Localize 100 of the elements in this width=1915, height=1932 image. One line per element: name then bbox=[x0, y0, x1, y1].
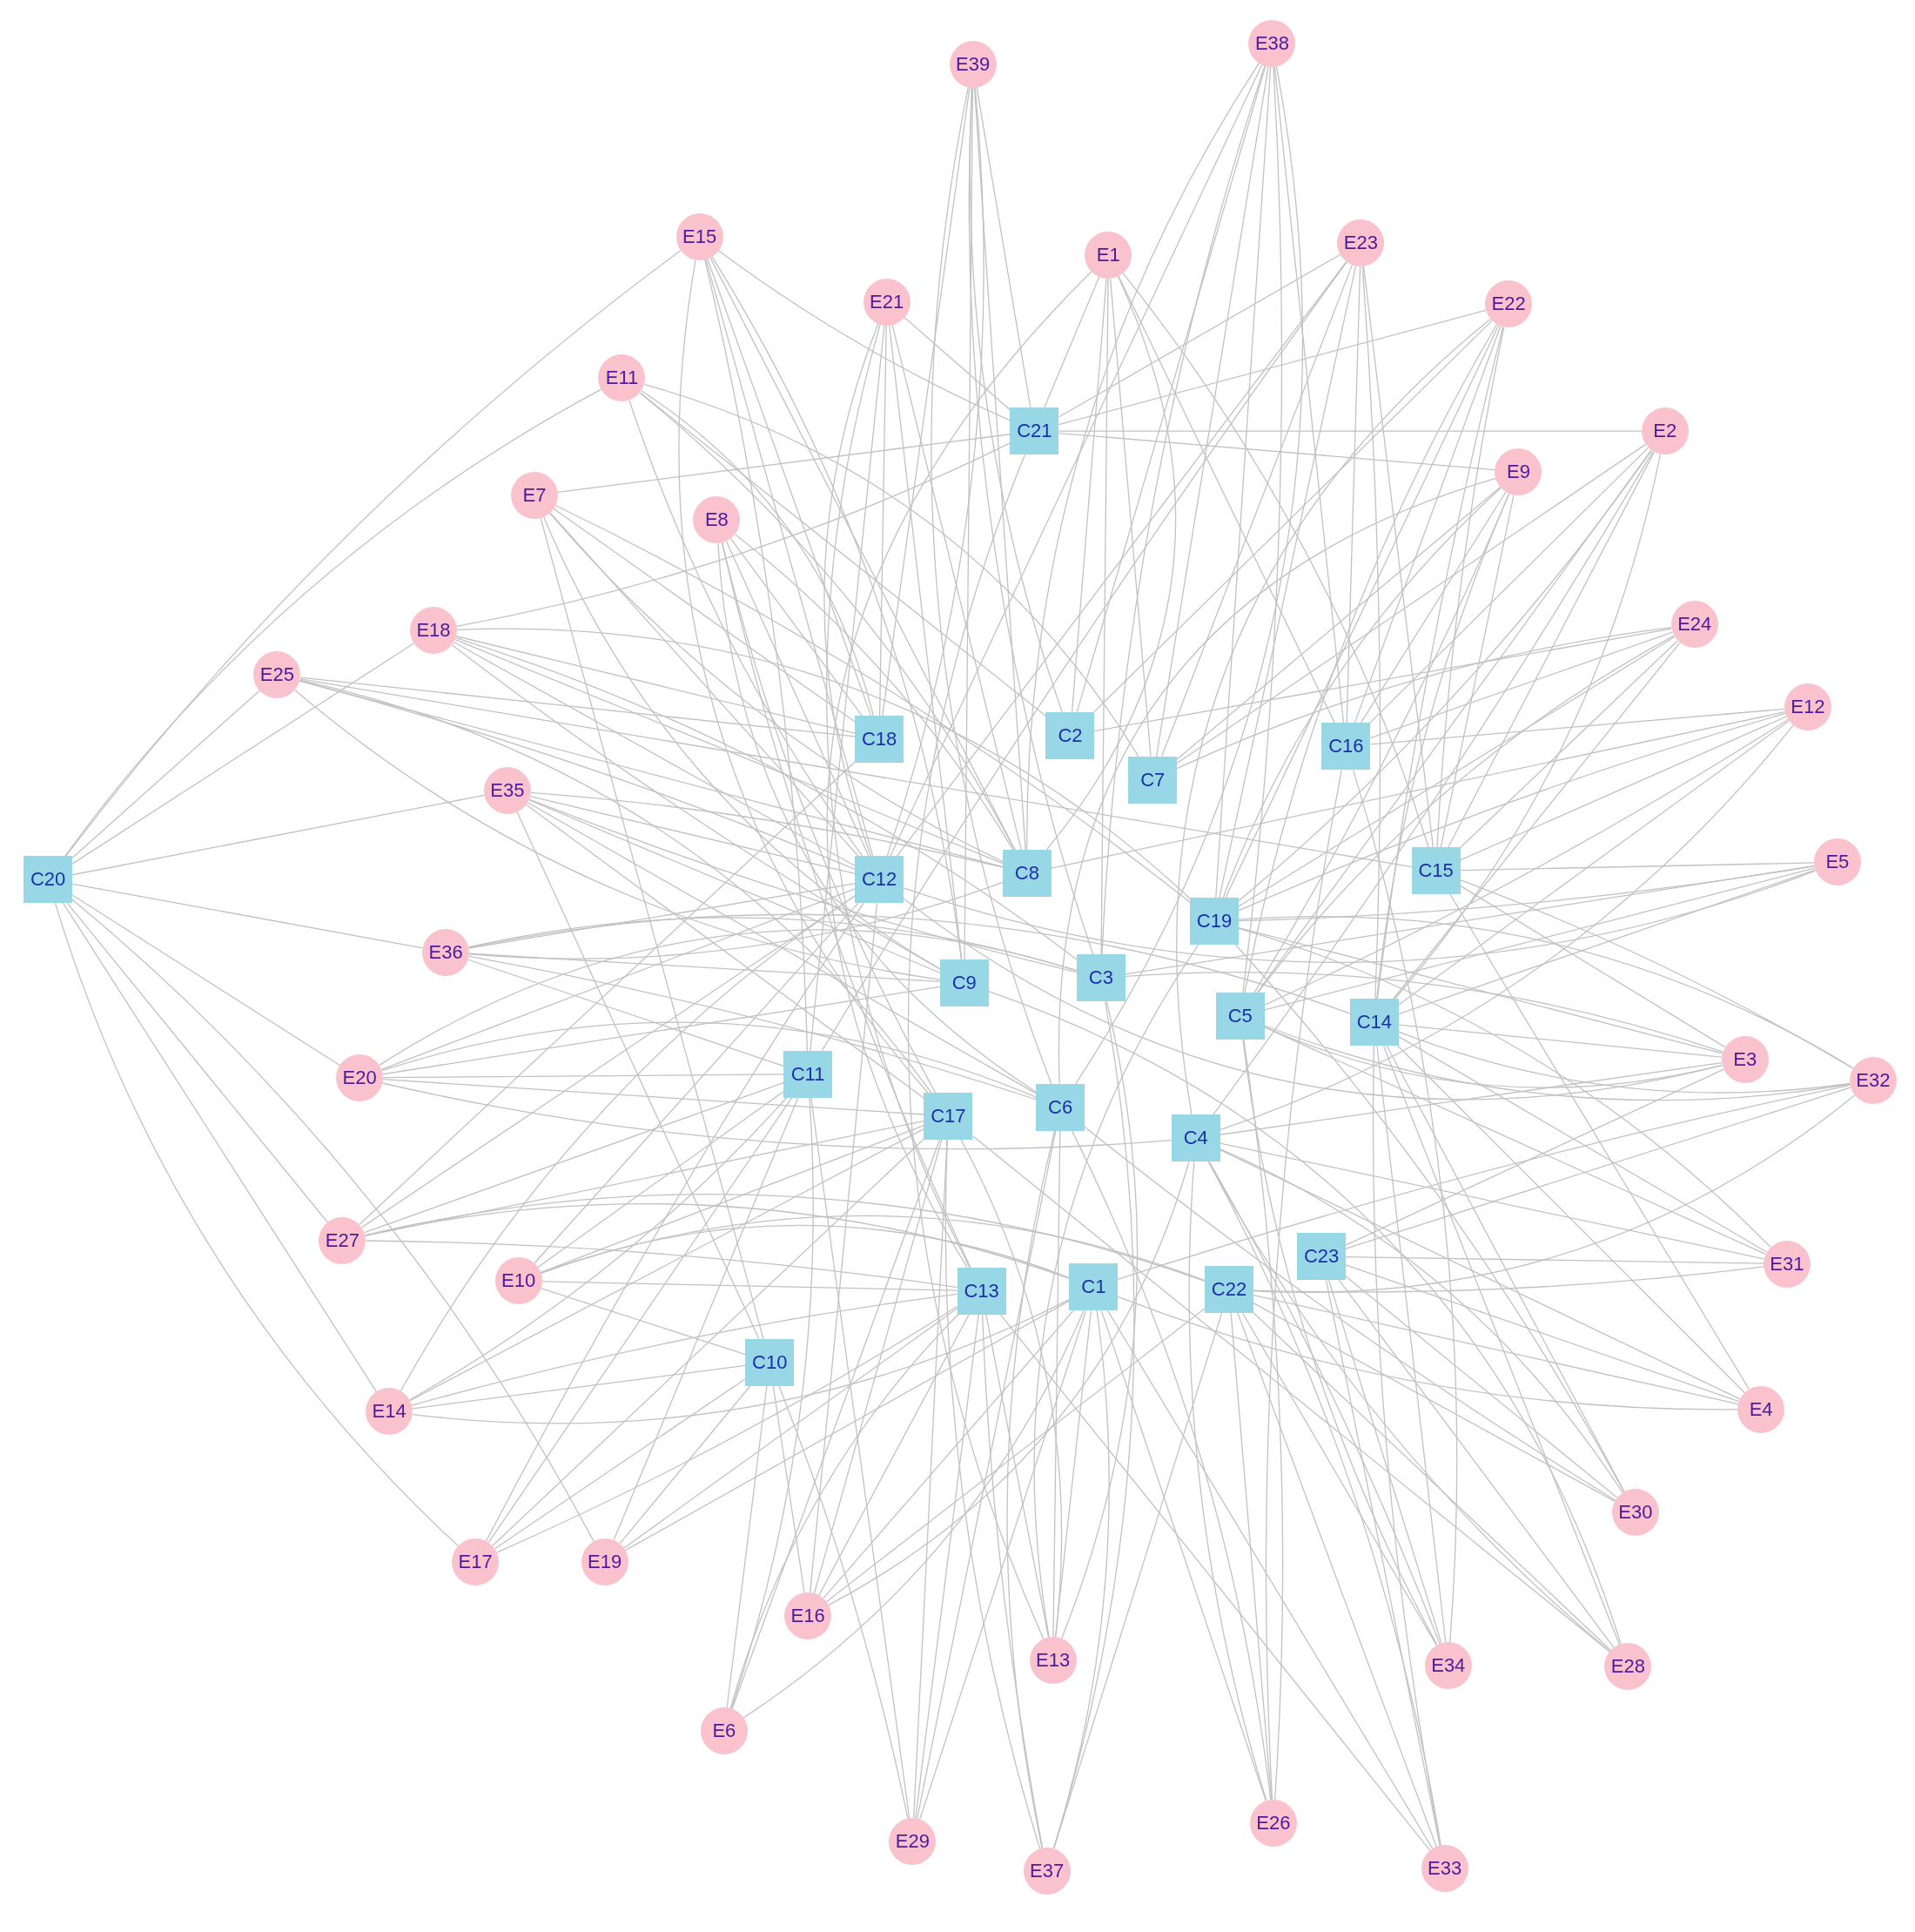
connector-line bbox=[71, 643, 414, 865]
connector-line bbox=[624, 1300, 1070, 1552]
connector-line bbox=[742, 1309, 1085, 1719]
circle-node: E10 bbox=[494, 1257, 542, 1305]
connector-line bbox=[1264, 867, 1816, 1011]
connector-line bbox=[1398, 1024, 1723, 1058]
connector-line bbox=[944, 1139, 1041, 1849]
connector-line bbox=[1238, 712, 1786, 912]
connector-line bbox=[541, 1281, 958, 1291]
connector-line bbox=[364, 1194, 1206, 1282]
connector-line bbox=[1176, 486, 1502, 760]
connector-line bbox=[1242, 65, 1283, 993]
connector-line bbox=[382, 986, 941, 1075]
connector-line bbox=[1362, 265, 1435, 848]
connector-line bbox=[778, 1385, 909, 1820]
connector-line bbox=[1242, 1039, 1438, 1646]
connector-line bbox=[639, 392, 1047, 717]
connector-line bbox=[1345, 1264, 1740, 1403]
connector-line bbox=[968, 86, 1094, 955]
connector-line bbox=[717, 542, 1037, 1093]
connector-line bbox=[1346, 266, 1361, 724]
connector-line bbox=[1253, 1312, 1612, 1652]
connector-line bbox=[813, 1139, 943, 1594]
circle-node: E36 bbox=[422, 928, 470, 976]
connector-line bbox=[1397, 1045, 1745, 1394]
connector-line bbox=[382, 1074, 784, 1079]
connector-line bbox=[643, 384, 1139, 757]
connector-line bbox=[904, 316, 1011, 411]
connector-line bbox=[400, 895, 856, 1392]
connector-line bbox=[903, 898, 1724, 1100]
connector-line bbox=[810, 324, 885, 1052]
connector-line bbox=[540, 517, 764, 1340]
connector-line bbox=[1033, 944, 1199, 1639]
connector-line bbox=[726, 1385, 768, 1708]
connector-line bbox=[1052, 1000, 1135, 1849]
connector-line bbox=[455, 442, 1011, 628]
connector-line bbox=[1361, 266, 1381, 1000]
square-node: C16 bbox=[1321, 723, 1371, 771]
connector-line bbox=[1213, 450, 1654, 1115]
connector-line bbox=[379, 929, 1078, 1067]
connector-line bbox=[408, 1097, 788, 1401]
connector-line bbox=[1117, 1084, 1851, 1281]
connector-line bbox=[365, 1120, 925, 1236]
square-node: C13 bbox=[957, 1267, 1006, 1315]
circle-node: E18 bbox=[410, 607, 457, 655]
connector-line bbox=[540, 1288, 746, 1356]
circle-node: E28 bbox=[1604, 1643, 1652, 1691]
circle-node: E29 bbox=[889, 1818, 937, 1866]
square-node: C4 bbox=[1171, 1114, 1220, 1162]
connector-line bbox=[468, 913, 1351, 1014]
connector-line bbox=[1044, 276, 1100, 408]
connector-line bbox=[964, 86, 974, 960]
circle-node: E1 bbox=[1085, 231, 1132, 279]
connector-line bbox=[613, 1097, 799, 1541]
connector-line bbox=[1109, 278, 1152, 757]
connector-line bbox=[54, 902, 459, 1547]
connector-line bbox=[468, 953, 941, 982]
square-node: C23 bbox=[1297, 1233, 1347, 1281]
connector-line bbox=[1084, 1126, 1616, 1501]
connector-line bbox=[1253, 1303, 1616, 1503]
connector-line bbox=[1398, 720, 1790, 1006]
connector-line bbox=[641, 390, 875, 717]
connector-line bbox=[886, 86, 984, 857]
connector-line bbox=[62, 902, 378, 1393]
connector-line bbox=[1071, 1130, 1272, 1801]
circle-node: E31 bbox=[1763, 1240, 1811, 1288]
connector-line bbox=[721, 542, 971, 1269]
connector-line bbox=[730, 1097, 814, 1709]
circle-node: E20 bbox=[336, 1054, 384, 1101]
connector-line bbox=[528, 799, 941, 973]
connector-line bbox=[828, 1161, 1190, 1606]
connector-line bbox=[711, 255, 963, 960]
connector-line bbox=[1220, 1061, 1723, 1135]
connector-line bbox=[971, 1134, 1610, 1653]
connector-line bbox=[1222, 487, 1502, 899]
connector-line bbox=[915, 1314, 979, 1819]
connector-line bbox=[960, 1139, 1063, 1638]
connector-line bbox=[1386, 1045, 1625, 1493]
connector-line bbox=[1122, 273, 1429, 848]
connector-line bbox=[882, 86, 971, 717]
connector-line bbox=[1161, 264, 1354, 757]
connector-line bbox=[1360, 491, 1507, 724]
circle-node: E21 bbox=[863, 278, 910, 326]
circle-node: E2 bbox=[1641, 407, 1689, 455]
circle-node: E27 bbox=[319, 1216, 366, 1264]
connector-line bbox=[1058, 432, 1496, 471]
square-node: C11 bbox=[783, 1050, 833, 1098]
connector-line bbox=[1369, 631, 1673, 739]
connector-line bbox=[976, 86, 1031, 408]
connector-line bbox=[999, 1314, 1431, 1851]
connector-line bbox=[525, 804, 925, 1099]
connector-line bbox=[553, 508, 856, 723]
connector-line bbox=[1117, 1296, 1738, 1410]
circle-node: E35 bbox=[483, 767, 531, 815]
square-node: C17 bbox=[924, 1092, 973, 1140]
connector-line bbox=[1101, 64, 1266, 955]
connector-line bbox=[1071, 278, 1107, 713]
connector-line bbox=[540, 1124, 925, 1274]
connector-line bbox=[1264, 1025, 1851, 1101]
connector-line bbox=[494, 1378, 746, 1550]
